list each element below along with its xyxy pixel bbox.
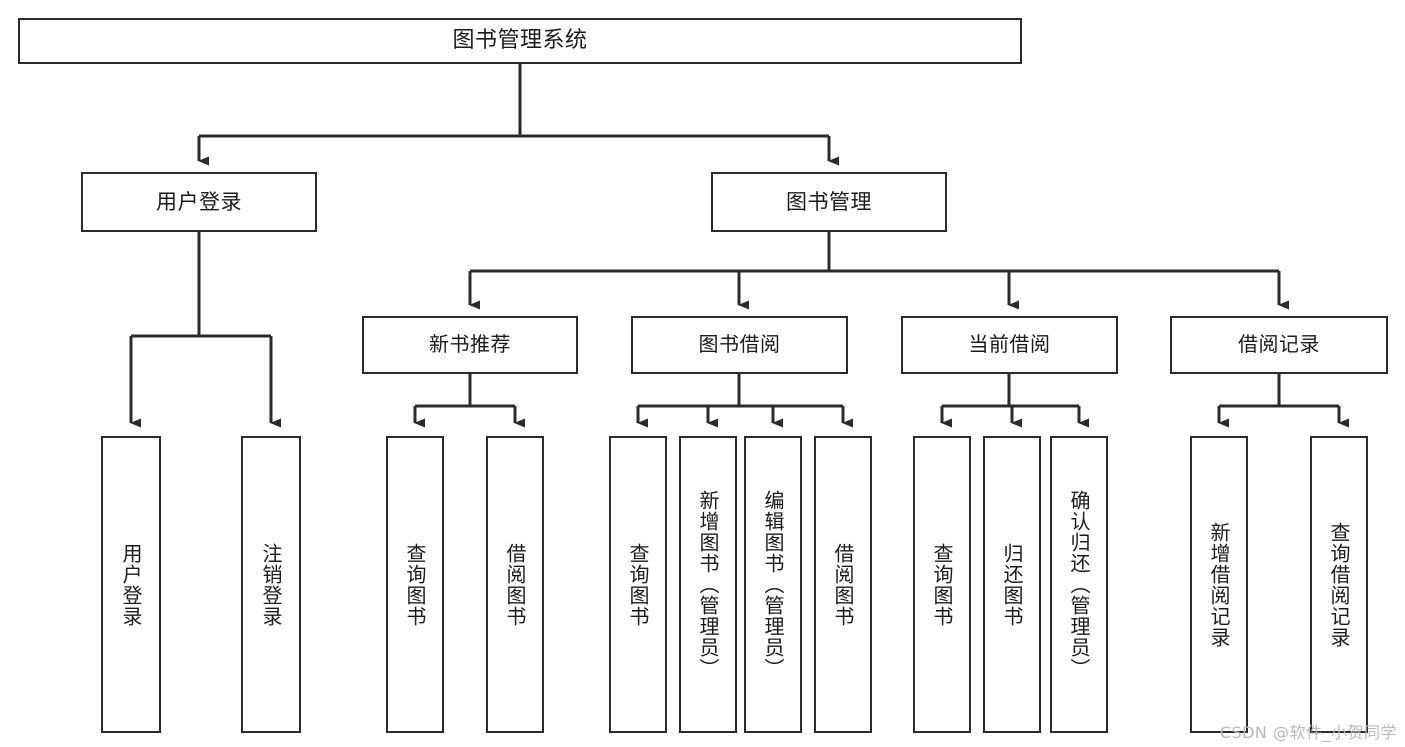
node-nbr-query-book[interactable]: 查询图书 bbox=[386, 436, 444, 733]
node-label-current-borrow: 当前借阅 bbox=[968, 332, 1051, 357]
node-book-borrow[interactable]: 图书借阅 bbox=[631, 316, 848, 374]
node-user-login-do[interactable]: 用户登录 bbox=[101, 436, 161, 733]
node-label-root: 图书管理系统 bbox=[452, 28, 588, 54]
node-label-new-book-recommend: 新书推荐 bbox=[429, 332, 511, 357]
node-book-manage[interactable]: 图书管理 bbox=[711, 172, 947, 232]
node-nbr-borrow-book[interactable]: 借阅图书 bbox=[486, 436, 544, 733]
node-label-borrow-records: 借阅记录 bbox=[1238, 332, 1320, 357]
node-label-user-logout: 注销登录 bbox=[259, 542, 283, 627]
node-label-bb-add-book: 新增图书（管理员） bbox=[696, 490, 720, 679]
node-label-br-add-record: 新增借阅记录 bbox=[1207, 521, 1231, 648]
node-label-bb-query-book: 查询图书 bbox=[626, 542, 650, 627]
node-label-cb-confirm-return: 确认归还（管理员） bbox=[1067, 490, 1091, 679]
node-bb-query-book[interactable]: 查询图书 bbox=[609, 436, 667, 733]
node-borrow-records[interactable]: 借阅记录 bbox=[1170, 316, 1388, 374]
node-bb-add-book[interactable]: 新增图书（管理员） bbox=[679, 436, 737, 733]
node-user-logout[interactable]: 注销登录 bbox=[241, 436, 301, 733]
node-label-bb-borrow-book: 借阅图书 bbox=[831, 542, 855, 627]
node-label-book-manage: 图书管理 bbox=[786, 189, 872, 214]
node-bb-borrow-book[interactable]: 借阅图书 bbox=[814, 436, 872, 733]
node-label-bb-edit-book: 编辑图书（管理员） bbox=[761, 490, 785, 679]
node-cb-query-book[interactable]: 查询图书 bbox=[913, 436, 971, 733]
node-label-nbr-borrow-book: 借阅图书 bbox=[503, 542, 527, 627]
node-root[interactable]: 图书管理系统 bbox=[18, 18, 1022, 64]
node-user-login[interactable]: 用户登录 bbox=[81, 172, 317, 232]
node-cb-confirm-return[interactable]: 确认归还（管理员） bbox=[1050, 436, 1108, 733]
node-bb-edit-book[interactable]: 编辑图书（管理员） bbox=[744, 436, 802, 733]
node-cb-return-book[interactable]: 归还图书 bbox=[983, 436, 1041, 733]
node-label-book-borrow: 图书借阅 bbox=[698, 332, 781, 357]
node-label-cb-query-book: 查询图书 bbox=[930, 542, 954, 627]
node-new-book-recommend[interactable]: 新书推荐 bbox=[362, 316, 578, 374]
csdn-watermark: CSDN @软件_小贺同学 bbox=[1219, 723, 1397, 742]
node-br-add-record[interactable]: 新增借阅记录 bbox=[1190, 436, 1248, 733]
node-label-nbr-query-book: 查询图书 bbox=[403, 542, 427, 627]
node-label-cb-return-book: 归还图书 bbox=[1000, 542, 1024, 627]
node-label-user-login: 用户登录 bbox=[156, 189, 242, 214]
node-label-br-query-record: 查询借阅记录 bbox=[1327, 521, 1351, 648]
node-br-query-record[interactable]: 查询借阅记录 bbox=[1310, 436, 1368, 733]
node-current-borrow[interactable]: 当前借阅 bbox=[901, 316, 1118, 374]
node-label-user-login-do: 用户登录 bbox=[119, 542, 143, 627]
